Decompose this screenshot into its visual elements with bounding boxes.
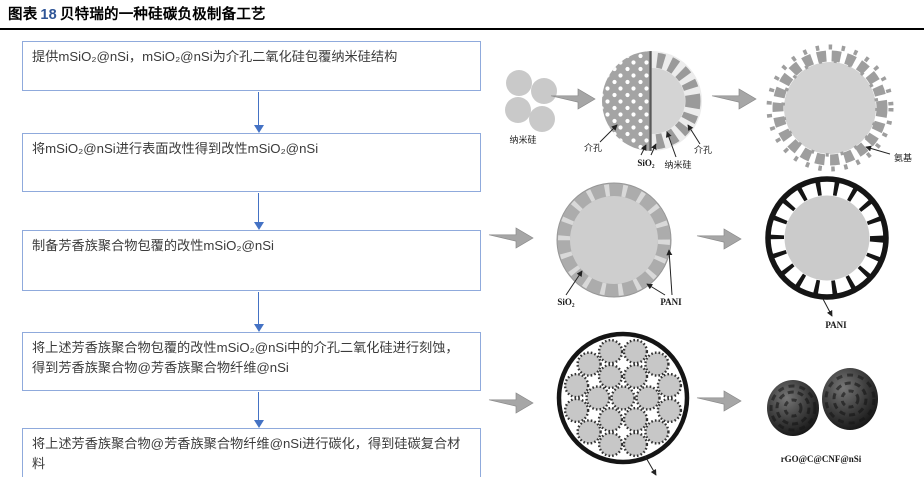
schematic-diagram: 纳米硅 介孔 SiO₂ 纳米硅 介孔 [488,44,912,476]
flow-arrow-2 [252,193,265,230]
process-arrow-icon [550,88,596,110]
msio2-nsi-cutaway-particle [599,51,702,158]
mesopore-left-label: 介孔 [584,143,602,153]
flow-step-3: 制备芳香族聚合物包覆的改性mSiO₂@nSi [22,230,481,291]
flow-arrow-3 [252,292,265,332]
pani-shell-label: PANI [660,297,682,307]
pani-carbonized-label: PANI [825,320,847,330]
flow-arrow-line [257,292,260,325]
flow-arrow-line [257,193,260,223]
process-arrow-icon [696,390,742,412]
figure-title-prefix: 图表 [8,7,38,23]
sio2-shell-label: SiO₂ [557,297,575,307]
flow-arrow-line [257,392,260,421]
amino-label: 氨基 [894,152,912,163]
flow-arrow-head [253,222,264,230]
flow-arrow-head [253,324,264,332]
title-underline [0,28,924,31]
process-arrow-icon [711,88,757,110]
flow-step-5: 将上述芳香族聚合物@芳香族聚合物纤维@nSi进行碳化，得到硅碳复合材料 [22,428,481,477]
flow-step-4: 将上述芳香族聚合物包覆的改性mSiO₂@nSi中的介孔二氧化硅进行刻蚀，得到芳香… [22,332,481,391]
flow-arrow-1 [252,92,265,133]
flow-arrow-head [253,420,264,428]
flow-arrow-4 [252,392,265,428]
figure-title-text: 贝特瑞的一种硅碳负极制备工艺 [59,7,266,23]
flow-step-2: 将mSiO₂@nSi进行表面改性得到改性mSiO₂@nSi [22,133,481,192]
nano-si-label: 纳米硅 [509,134,536,145]
product-label: rGO@C@CNF@nSi [781,454,862,464]
nano-si-core-label: 纳米硅 [664,159,691,170]
process-arrow-icon [696,228,742,250]
process-arrow-icon [488,227,534,249]
flow-step-1: 提供mSiO₂@nSi，mSiO₂@nSi为介孔二氧化硅包覆纳米硅结构 [22,41,481,91]
mesopore-right-label: 介孔 [694,145,712,155]
flow-arrow-head [253,125,264,133]
etched-pani-ring-particle [765,176,889,317]
flow-arrow-line [257,92,260,126]
final-composite-spheres [767,368,878,436]
sio2-core-label: SiO₂ [637,158,655,168]
pani-coated-particle [556,182,673,298]
amino-modified-particle [766,44,894,172]
process-arrow-icon [488,392,534,414]
nano-si-cluster [505,70,557,132]
aggregate-particle [556,331,690,476]
figure-number: 18 [40,7,57,23]
